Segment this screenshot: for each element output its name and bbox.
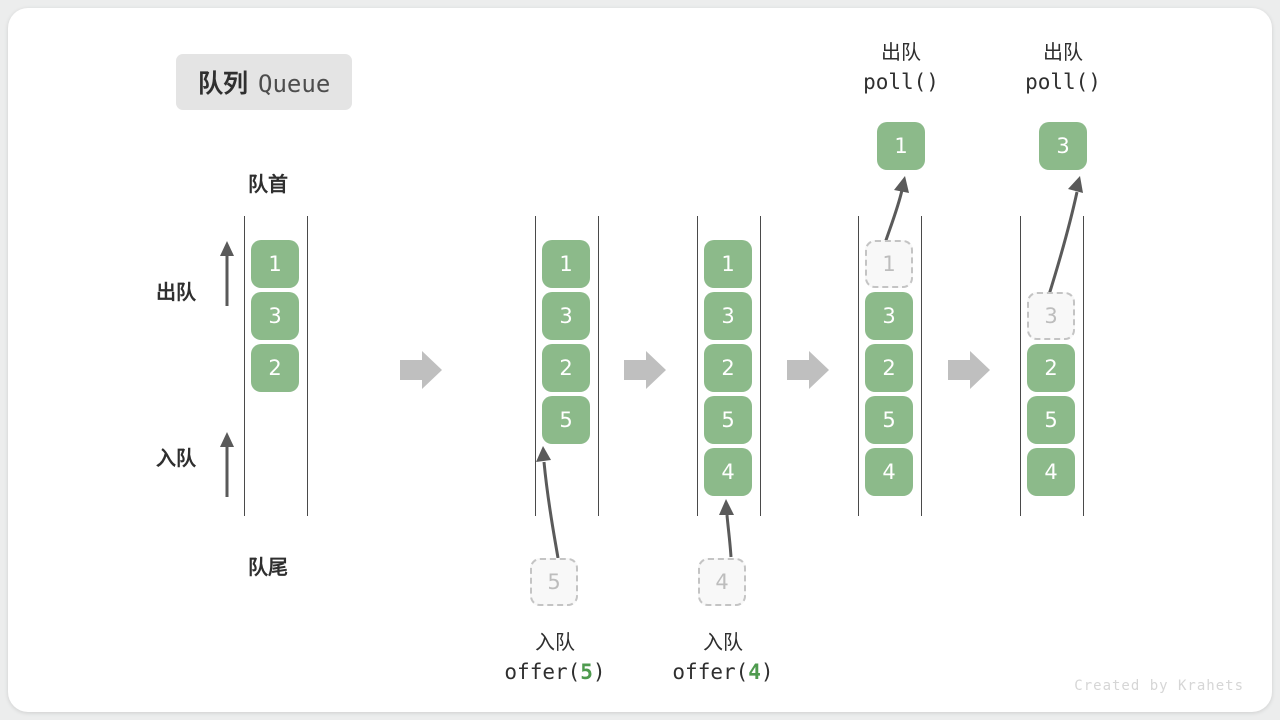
stage-4-rail-right: [921, 216, 922, 516]
stage-4-cell-2: 2: [865, 344, 913, 392]
front-label: 队首: [248, 172, 288, 196]
stage-3-incoming-cell: 4: [698, 558, 746, 606]
stage-5-dequeue-arrow-icon: [1046, 176, 1083, 299]
stage-3-caption: 入队 offer(4): [648, 628, 798, 687]
stage-3-cell-4: 4: [704, 448, 752, 496]
enqueue-direction-arrow-icon: [220, 432, 234, 497]
stage-1-cell-0: 1: [251, 240, 299, 288]
step-arrow-2-icon: [624, 351, 666, 389]
stage-4-caption-line2: poll(): [863, 70, 939, 94]
stage-4-rail-left: [858, 216, 859, 516]
title-chinese: 队列: [198, 69, 249, 98]
stage-5-caption: 出队 poll(): [988, 38, 1138, 97]
stage-2-caption-line1: 入队: [535, 630, 575, 654]
stage-4-cell-3: 5: [865, 396, 913, 444]
stage-2-cell-3: 5: [542, 396, 590, 444]
stage-2-cell-1: 3: [542, 292, 590, 340]
stage-1-rail-left: [244, 216, 245, 516]
stage-2-incoming-cell: 5: [530, 558, 578, 606]
stage-5-rail-right: [1083, 216, 1084, 516]
step-arrow-3-icon: [787, 351, 829, 389]
stage-3-caption-line2: offer(4): [672, 660, 774, 684]
stage-1-cell-2: 2: [251, 344, 299, 392]
stage-3-cell-2: 2: [704, 344, 752, 392]
stage-3-enqueue-arrow-icon: [719, 499, 734, 558]
stage-2-cell-0: 1: [542, 240, 590, 288]
stage-4-caption: 出队 poll(): [826, 38, 976, 97]
stage-3-caption-line1: 入队: [703, 630, 743, 654]
stage-2-caption: 入队 offer(5): [480, 628, 630, 687]
dequeue-side-label: 出队: [156, 280, 196, 304]
stage-5-cell-2: 2: [1027, 344, 1075, 392]
stage-5-rail-left: [1020, 216, 1021, 516]
stage-2-cell-2: 2: [542, 344, 590, 392]
dequeue-direction-arrow-icon: [220, 241, 234, 306]
stage-5-cell-3: 5: [1027, 396, 1075, 444]
stage-3-rail-right: [760, 216, 761, 516]
enqueue-side-label: 入队: [156, 446, 196, 470]
stage-2-rail-right: [598, 216, 599, 516]
stage-2-enqueue-arrow-icon: [536, 446, 560, 559]
stage-3-cell-0: 1: [704, 240, 752, 288]
stage-4-caption-line1: 出队: [881, 40, 921, 64]
step-arrow-1-icon: [400, 351, 442, 389]
stage-2-rail-left: [535, 216, 536, 516]
stage-3-cell-1: 3: [704, 292, 752, 340]
stage-3-cell-3: 5: [704, 396, 752, 444]
stage-4-cell-1: 3: [865, 292, 913, 340]
stage-4-cell-0: 1: [865, 240, 913, 288]
stage-3-rail-left: [697, 216, 698, 516]
stage-2-caption-line2: offer(5): [504, 660, 606, 684]
stage-5-outgoing-cell: 3: [1039, 122, 1087, 170]
credit-text: Created by Krahets: [1074, 678, 1244, 694]
stage-4-cell-4: 4: [865, 448, 913, 496]
title-english: Queue: [258, 70, 331, 98]
stage-5-caption-line2: poll(): [1025, 70, 1101, 94]
stage-5-caption-line1: 出队: [1043, 40, 1083, 64]
stage-1-cell-1: 3: [251, 292, 299, 340]
stage-5-cell-4: 4: [1027, 448, 1075, 496]
stage-4-dequeue-arrow-icon: [882, 176, 909, 247]
diagram-canvas: 队列 Queue 队首 队尾 出队 入队 1 3 2 1 3 2 5 5 入队 …: [8, 8, 1272, 712]
rear-label: 队尾: [248, 555, 288, 579]
stage-4-outgoing-cell: 1: [877, 122, 925, 170]
stage-5-cell-1: 3: [1027, 292, 1075, 340]
diagram-title-badge: 队列 Queue: [176, 54, 353, 110]
step-arrow-4-icon: [948, 351, 990, 389]
stage-1-rail-right: [307, 216, 308, 516]
